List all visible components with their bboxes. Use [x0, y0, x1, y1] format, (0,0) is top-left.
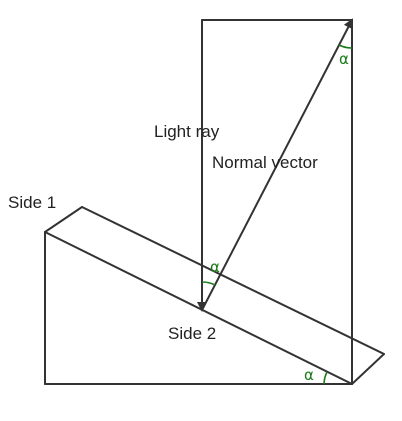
side1-label: Side 1 — [8, 193, 56, 212]
angle-label-top: α — [339, 50, 349, 68]
angle-arc-top — [338, 44, 353, 49]
angle-label-bottom: α — [304, 366, 314, 384]
slab-left-edge — [44, 206, 83, 233]
slab-right-edge — [351, 353, 385, 385]
slab-bottom-face — [44, 231, 353, 385]
light-ray-label: Light ray — [154, 122, 220, 141]
normal-vector-label: Normal vector — [212, 153, 318, 172]
angle-arc-bottom — [323, 371, 328, 385]
angle-arc-middle — [201, 281, 216, 286]
side2-label: Side 2 — [168, 324, 216, 343]
angle-label-middle: α — [210, 258, 220, 276]
normal-vector-arrow — [201, 18, 353, 311]
slab-top-face — [81, 206, 385, 355]
